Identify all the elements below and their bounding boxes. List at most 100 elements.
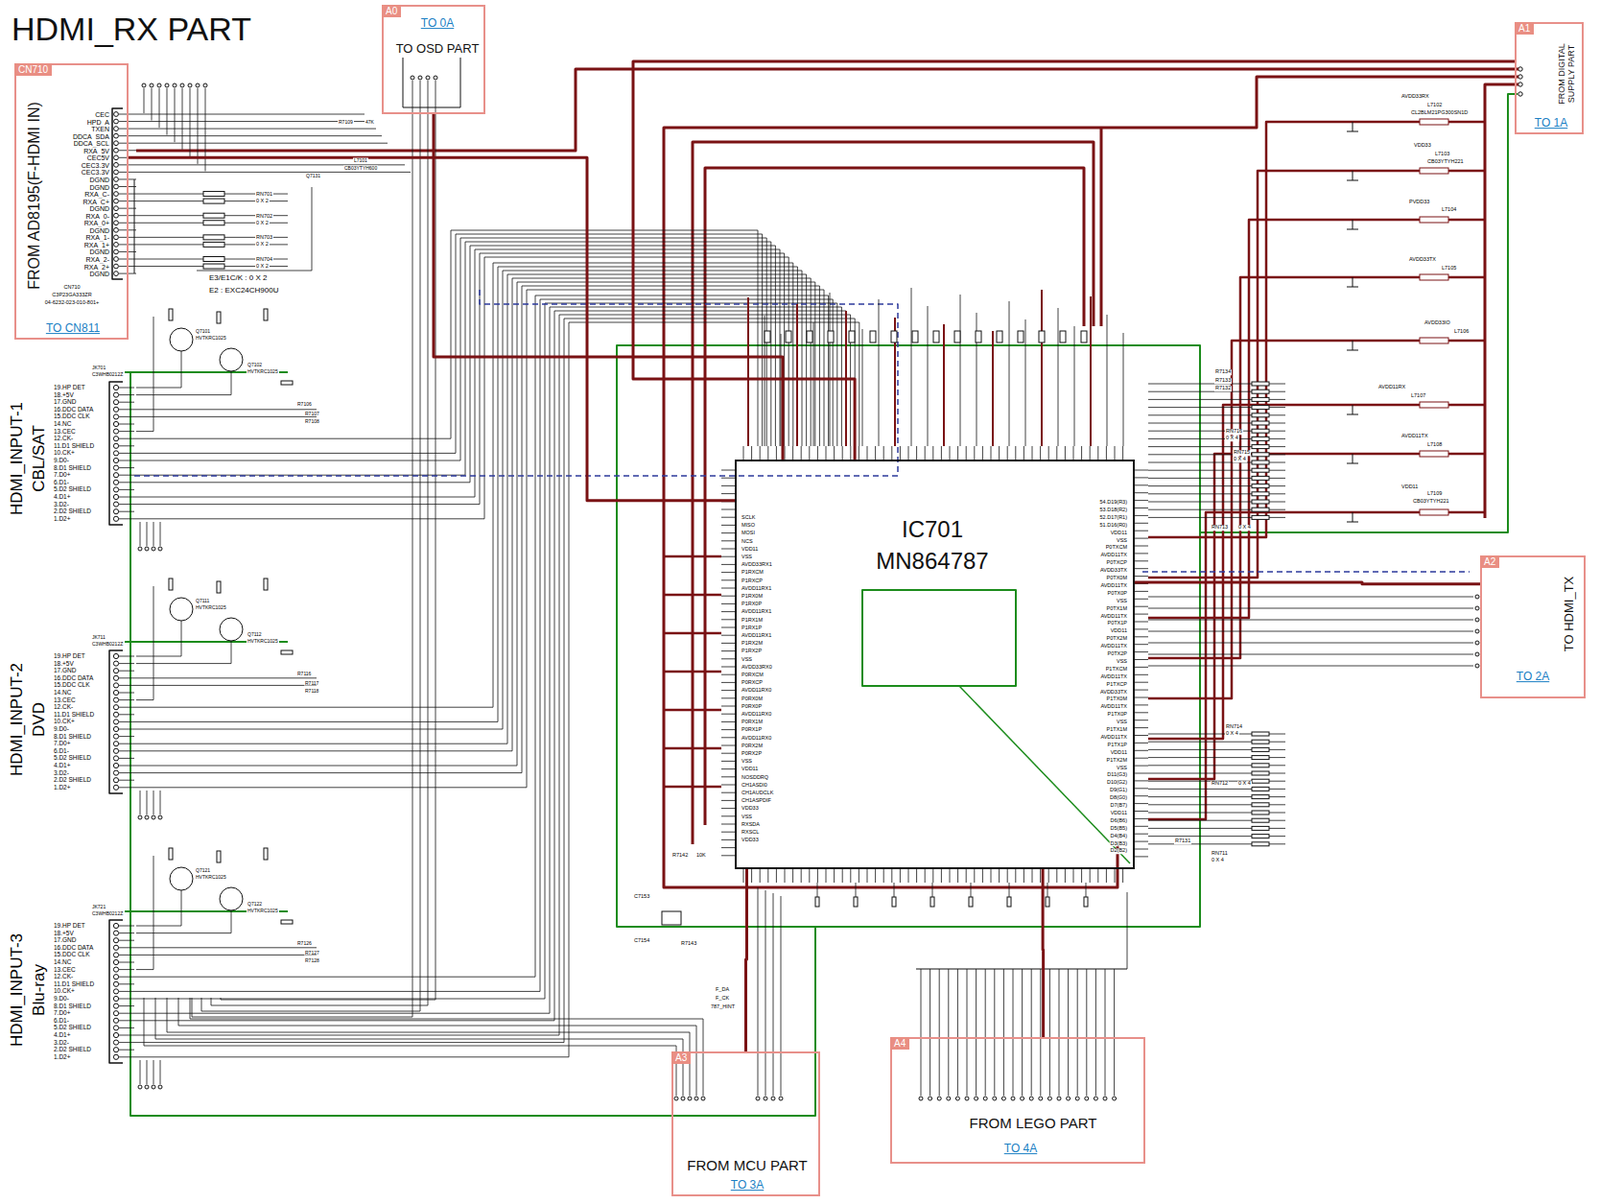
terminal xyxy=(113,741,118,747)
label-text: 53.D18(R2) xyxy=(1099,507,1129,514)
wire xyxy=(136,316,154,432)
component-symbol xyxy=(930,896,935,907)
label-text: RXA_C+ xyxy=(82,197,111,205)
wire xyxy=(1127,892,1129,969)
terminal xyxy=(114,271,119,277)
wire xyxy=(1148,596,1474,598)
wire xyxy=(855,882,857,897)
wire xyxy=(1333,169,1485,173)
terminal xyxy=(141,83,146,88)
wire xyxy=(118,946,135,948)
terminal xyxy=(113,952,118,958)
wire xyxy=(1074,326,1076,447)
label-text: VDD11 xyxy=(740,546,759,553)
label-text: AVDD11RX0 xyxy=(740,735,773,742)
label-text: AVDD11RX1 xyxy=(740,633,773,639)
label-text: 6.D1- xyxy=(52,1017,71,1025)
label-text: 18.+5V xyxy=(52,659,75,667)
wire xyxy=(1089,296,1092,447)
component-symbol xyxy=(1251,421,1270,425)
terminal xyxy=(113,472,118,478)
label-text: AVDD11TX xyxy=(1099,553,1129,560)
wire xyxy=(140,521,142,546)
label-text: CEC3.3V xyxy=(80,161,111,168)
label-text: 19.HP DET xyxy=(52,653,87,660)
wire xyxy=(1025,319,1027,447)
wire xyxy=(1105,968,1106,1096)
terminal xyxy=(113,944,118,950)
terminal xyxy=(113,981,118,987)
wire xyxy=(118,699,135,701)
terminal xyxy=(219,348,243,372)
label-text: AVDD33TX xyxy=(1099,567,1129,574)
terminal xyxy=(113,1054,118,1059)
wire xyxy=(1009,882,1011,897)
label-text: 0 X 2 xyxy=(255,220,270,227)
wire xyxy=(1346,404,1359,415)
terminal xyxy=(1047,1096,1052,1101)
wire xyxy=(878,299,880,447)
component-symbol xyxy=(281,919,293,924)
wire xyxy=(757,887,759,1096)
wire xyxy=(134,677,317,679)
component-symbol xyxy=(1419,274,1449,281)
terminal xyxy=(113,697,118,703)
label-text: RN716 xyxy=(1224,428,1244,435)
wire xyxy=(160,790,162,815)
wire xyxy=(160,521,162,546)
component-symbol xyxy=(1251,468,1270,472)
wire xyxy=(118,779,135,781)
terminal xyxy=(114,118,119,124)
label-text: RXSCL xyxy=(740,829,760,836)
label-text: P0TX2M xyxy=(1105,635,1129,642)
component-symbol xyxy=(1251,825,1270,830)
bus-connector xyxy=(433,114,783,460)
label-text: HPD_A xyxy=(86,117,111,125)
label-text: 12.CK- xyxy=(52,435,74,443)
label-text: R7118 xyxy=(304,688,320,694)
wire xyxy=(1346,170,1359,181)
label-text: P0RX2P xyxy=(740,751,763,757)
wire xyxy=(174,88,176,142)
terminal xyxy=(418,75,423,80)
wire xyxy=(942,324,945,447)
wire xyxy=(166,997,690,1096)
label-text: L7109 xyxy=(1426,491,1443,497)
terminal xyxy=(114,263,119,269)
terminal xyxy=(151,1084,156,1089)
terminal xyxy=(113,1017,118,1023)
terminal xyxy=(144,546,149,551)
label-text: 14.NC xyxy=(52,959,72,966)
label-text: CL2BLM21PG300SN1D xyxy=(1410,110,1469,117)
component-symbol xyxy=(1251,755,1270,760)
label-text: D7(B7) xyxy=(1109,802,1129,809)
terminal xyxy=(1475,640,1480,645)
component-symbol xyxy=(661,911,682,925)
wire xyxy=(1333,339,1485,343)
label-text: AVDD11TX xyxy=(1099,705,1129,711)
wire xyxy=(160,1059,162,1084)
label-text: L7103 xyxy=(1434,151,1451,158)
terminal xyxy=(219,887,243,911)
label-text: RXA_1- xyxy=(84,234,111,241)
terminal xyxy=(113,501,118,507)
wire xyxy=(920,968,922,1096)
label-text: AVDD11RX0 xyxy=(740,688,773,695)
terminal xyxy=(113,726,118,731)
label-text: 16.DDC DATA xyxy=(52,944,95,952)
wire xyxy=(1077,968,1079,1096)
section-text: FROM AD8195(F-HDMI IN) xyxy=(25,99,44,292)
wire xyxy=(189,88,191,157)
label-text: 16.DDC DATA xyxy=(52,406,95,414)
label-text: P1TX1M xyxy=(1105,727,1129,733)
wire xyxy=(1148,619,1474,621)
wire xyxy=(134,266,798,722)
label-text: AVDD33RX1 xyxy=(740,562,774,568)
wire xyxy=(136,142,388,144)
label-text: L7104 xyxy=(1440,207,1458,213)
terminal xyxy=(771,1096,776,1101)
terminal xyxy=(113,1025,118,1031)
label-text: VSS xyxy=(740,814,753,821)
label-text: CEC5V xyxy=(86,154,111,162)
component-symbol xyxy=(216,311,221,324)
